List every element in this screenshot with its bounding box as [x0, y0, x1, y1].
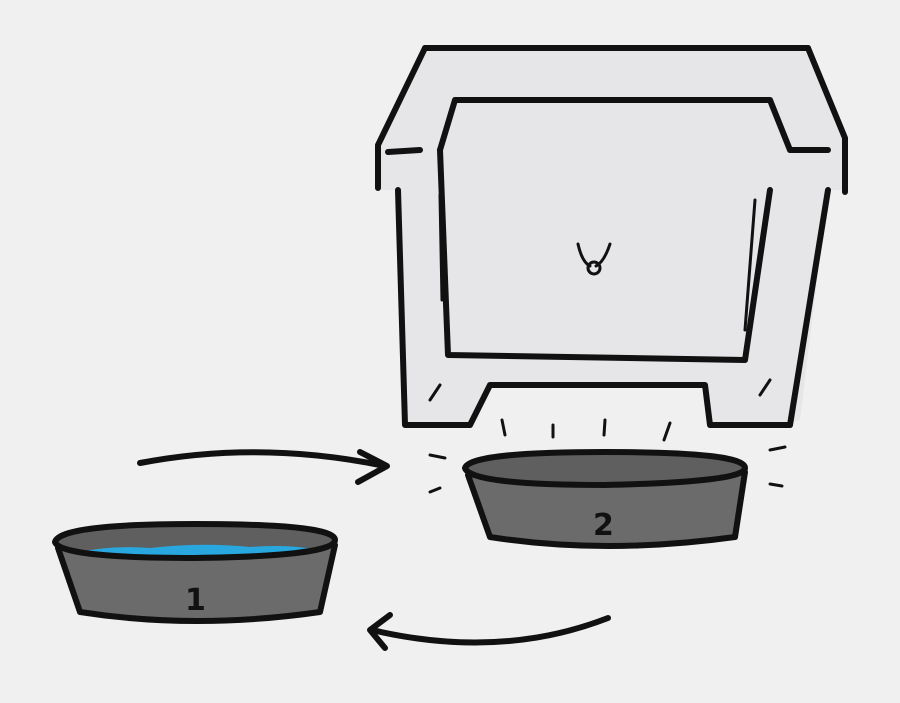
arrow-right-icon — [137, 449, 390, 485]
bowl-2-label: 2 — [593, 508, 614, 543]
box-body — [378, 48, 845, 425]
bowl-1: 1 — [52, 521, 338, 624]
box-with-face-icon — [375, 45, 848, 428]
bowl-1-label: 1 — [185, 583, 206, 618]
motion-lines — [428, 418, 787, 494]
arrow-left-icon — [367, 612, 611, 651]
bowl-2: 2 — [462, 449, 748, 549]
